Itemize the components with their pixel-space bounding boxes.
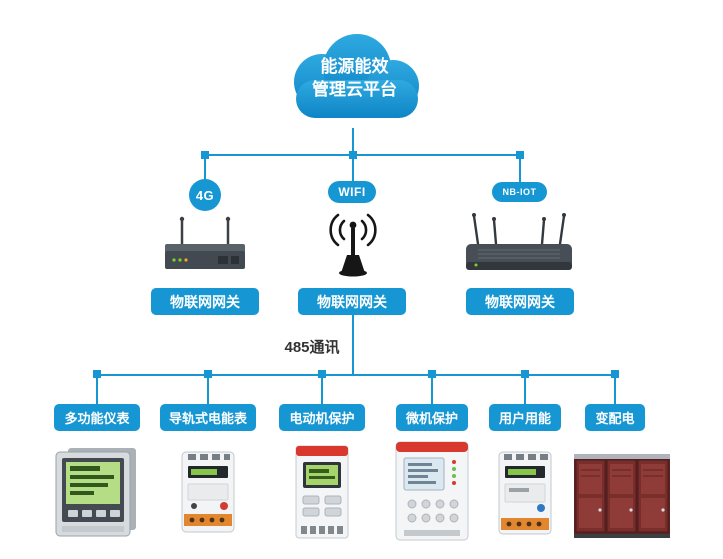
cloud-label-line1: 能源能效 xyxy=(320,57,389,76)
badge-wifi: WIFI xyxy=(328,181,376,203)
connector-drop xyxy=(96,377,98,404)
cloud-label-line2: 管理云平台 xyxy=(312,79,397,99)
device-button-multifunction-meter: 多功能仪表 xyxy=(54,404,140,431)
user-energy-meter-icon xyxy=(498,451,552,535)
device-button-din-rail-meter: 导轨式电能表 xyxy=(160,404,256,431)
connector-drop xyxy=(614,377,616,404)
din-rail-meter-icon xyxy=(181,451,235,533)
cloud-icon xyxy=(294,34,419,118)
gateway-button-4g: 物联网网关 xyxy=(151,288,259,315)
connector-node xyxy=(516,151,524,159)
connector-drop xyxy=(321,377,323,404)
connector-drop xyxy=(207,377,209,404)
connector-gateway-to-bus xyxy=(352,315,354,375)
motor-protector-icon xyxy=(295,445,349,539)
connector-bottom-bus xyxy=(96,374,616,376)
connector-cloud-drop xyxy=(352,128,354,155)
router-4g-icon xyxy=(165,216,245,269)
connector-node xyxy=(521,370,529,378)
wifi-antenna-icon xyxy=(329,213,377,277)
device-button-motor-protection: 电动机保护 xyxy=(279,404,365,431)
gateway-button-wifi: 物联网网关 xyxy=(298,288,406,315)
badge-nb-iot: NB-IOT xyxy=(492,182,547,202)
connector-node xyxy=(428,370,436,378)
gateway-button-nbiot: 物联网网关 xyxy=(466,288,574,315)
connector-node xyxy=(318,370,326,378)
connector-drop-nbiot xyxy=(519,157,521,183)
device-button-microcomputer-protection: 微机保护 xyxy=(396,404,468,431)
cloud-platform: 能源能效 管理云平台 xyxy=(272,26,437,130)
router-nb-iot-icon xyxy=(466,213,572,270)
device-button-power-distribution: 变配电 xyxy=(585,404,645,431)
badge-4g: 4G xyxy=(189,179,221,211)
cloud-platform-label: 能源能效 管理云平台 xyxy=(272,56,437,102)
protection-relay-icon xyxy=(395,441,469,541)
connector-node xyxy=(204,370,212,378)
connector-drop-4g xyxy=(204,157,206,180)
connector-node xyxy=(201,151,209,159)
connector-drop-wifi xyxy=(352,157,354,182)
connector-drop xyxy=(431,377,433,404)
panel-meter-icon xyxy=(55,448,136,537)
switchgear-cabinets-icon xyxy=(574,454,670,538)
connector-node xyxy=(611,370,619,378)
bus-485-label: 485通讯 xyxy=(284,339,340,356)
connector-top-bus xyxy=(204,154,523,156)
device-button-user-energy: 用户用能 xyxy=(489,404,561,431)
connector-node xyxy=(93,370,101,378)
connector-drop xyxy=(524,377,526,404)
connector-node xyxy=(349,151,357,159)
